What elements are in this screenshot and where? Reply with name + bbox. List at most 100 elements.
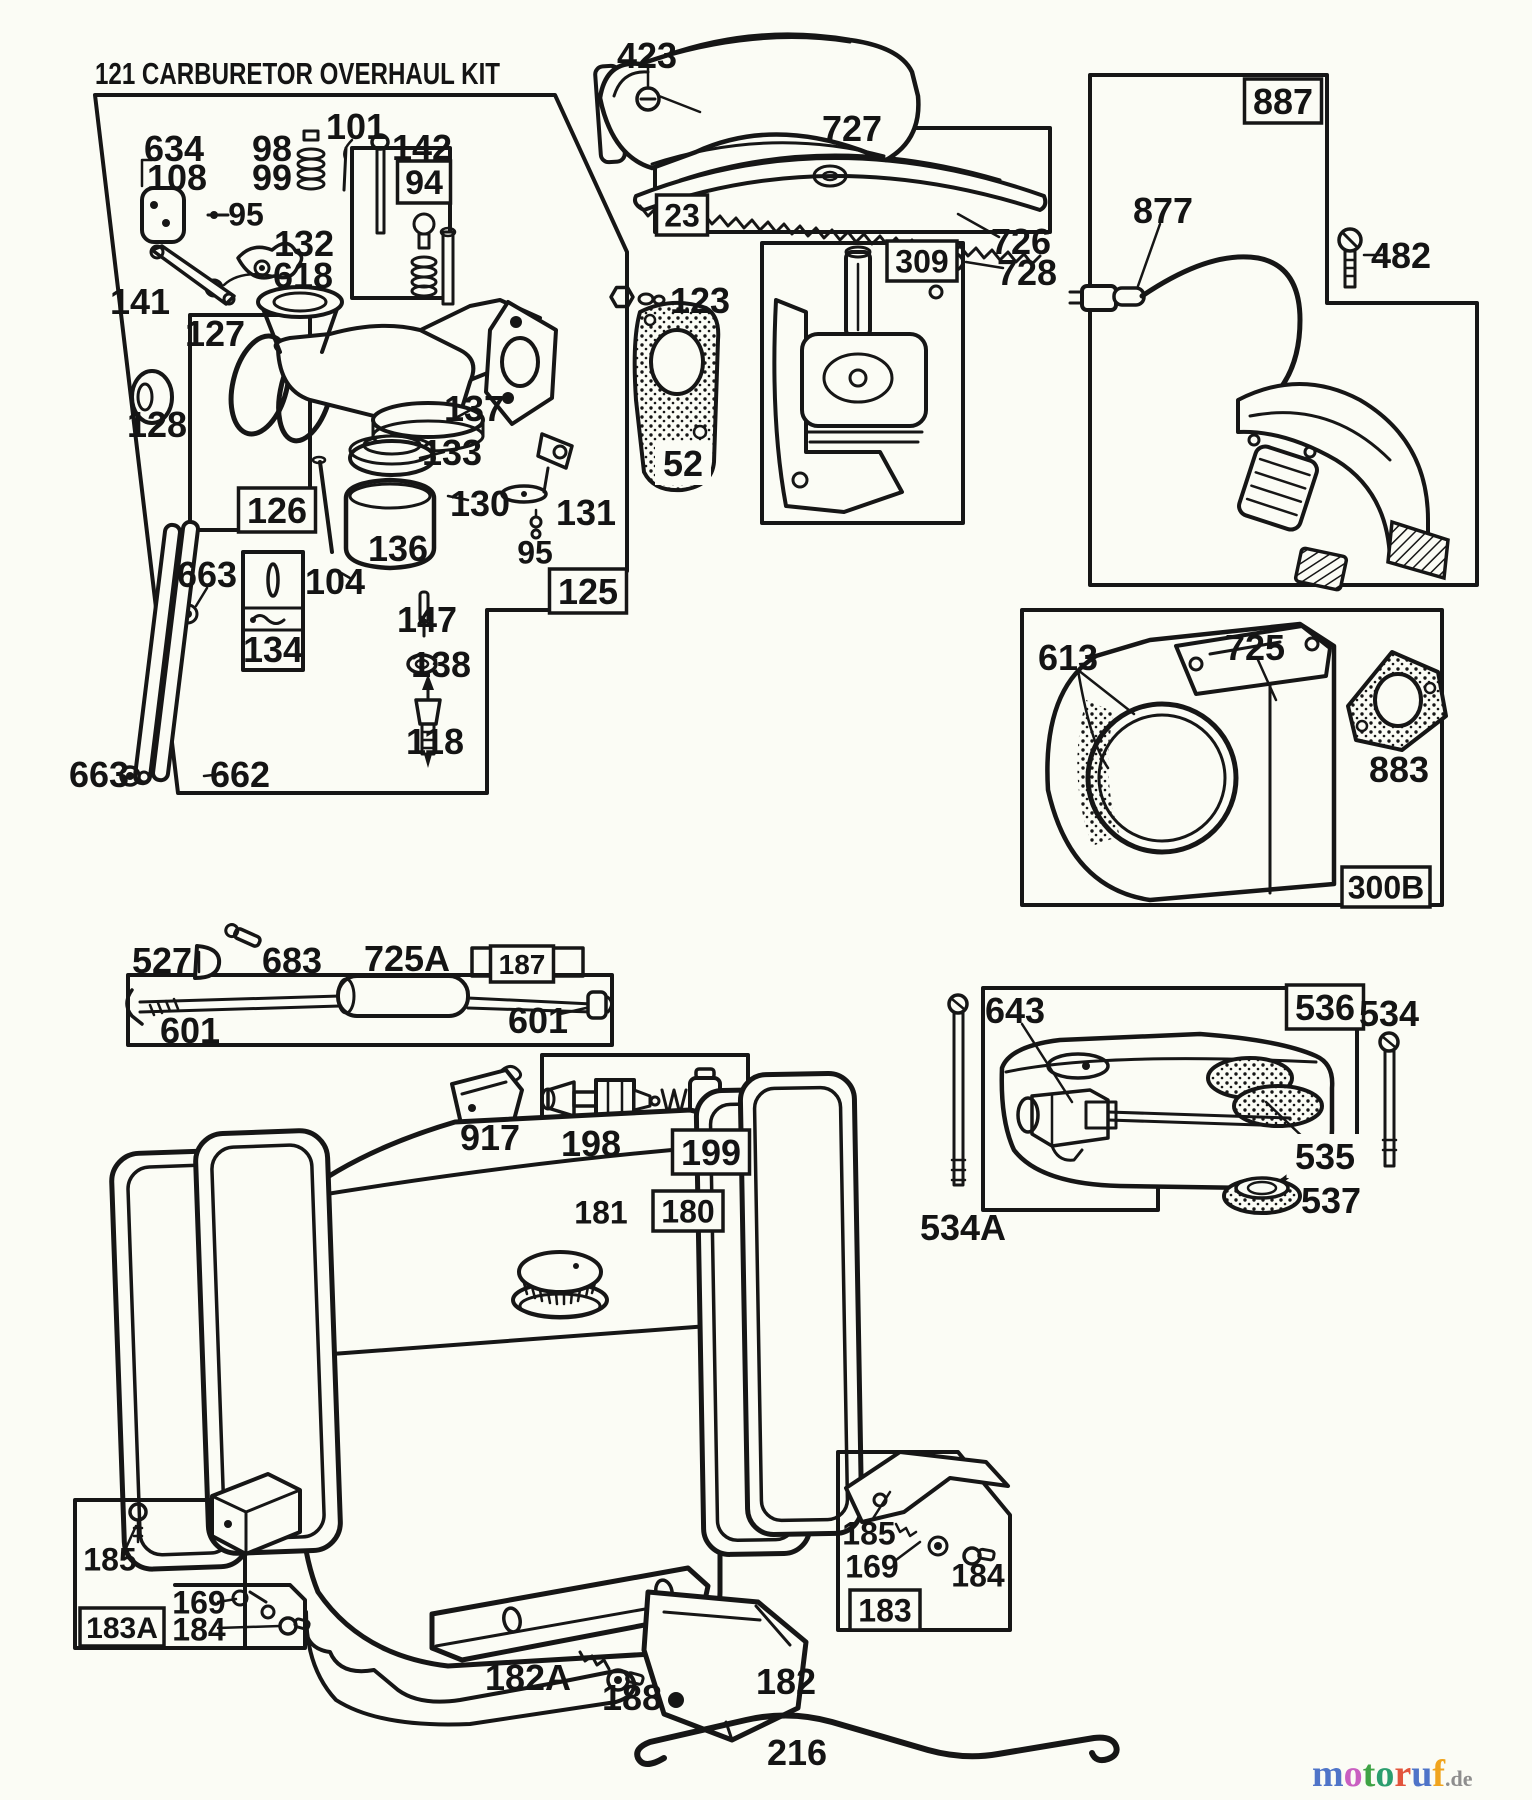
part-label-147: 147 [397, 599, 457, 640]
svg-text:309: 309 [895, 244, 948, 280]
part-label-169: 169 [172, 1585, 225, 1621]
part-label-877: 877 [1133, 190, 1193, 231]
part-label-618: 618 [273, 255, 333, 296]
part-label-141: 141 [110, 281, 170, 322]
part-label-131: 131 [556, 492, 616, 533]
part-label-725: 725 [1225, 627, 1285, 668]
svg-text:198: 198 [561, 1123, 621, 1164]
svg-text:136: 136 [368, 528, 428, 569]
svg-text:601: 601 [160, 1010, 220, 1051]
lower-tank-group [947, 986, 1400, 1215]
svg-text:726: 726 [991, 221, 1051, 262]
svg-text:125: 125 [558, 571, 618, 612]
part-label-727: 727 [822, 108, 882, 149]
part-label-199: 199 [670, 1128, 752, 1176]
part-label-23: 23 [654, 193, 710, 237]
fuel-pump-group [760, 241, 965, 525]
svg-text:180: 180 [661, 1194, 714, 1230]
svg-text:725A: 725A [364, 938, 450, 979]
part-label-601: 601 [160, 1010, 220, 1051]
motoruf-logo: motoruf.de [1312, 1753, 1473, 1795]
svg-text:147: 147 [397, 599, 457, 640]
part-label-216: 216 [767, 1732, 827, 1773]
part-label-683: 683 [262, 940, 322, 981]
part-label-423: 423 [617, 35, 677, 76]
svg-text:423: 423 [617, 35, 677, 76]
svg-text:128: 128 [127, 404, 187, 445]
part-label-182A: 182A [485, 1657, 571, 1698]
svg-text:181: 181 [574, 1195, 627, 1231]
part-label-887: 887 [1242, 77, 1324, 125]
part-label-126: 126 [236, 486, 318, 534]
svg-text:182A: 182A [485, 1657, 571, 1698]
svg-text:95: 95 [228, 197, 264, 233]
part-label-94: 94 [395, 159, 453, 205]
svg-text:132: 132 [274, 223, 334, 264]
svg-text:725: 725 [1225, 627, 1285, 668]
svg-text:52: 52 [663, 443, 703, 484]
svg-text:643: 643 [985, 990, 1045, 1031]
part-label-138: 138 [411, 644, 471, 685]
svg-text:300B: 300B [1348, 870, 1425, 906]
svg-text:131: 131 [556, 492, 616, 533]
svg-text:184: 184 [172, 1612, 226, 1648]
part-label-127: 127 [185, 313, 245, 354]
svg-text:199: 199 [681, 1132, 741, 1173]
svg-text:618: 618 [273, 255, 333, 296]
part-label-634: 634 [144, 128, 204, 169]
part-label-104: 104 [305, 561, 365, 602]
part-label-482: 482 [1371, 235, 1431, 276]
svg-text:169: 169 [172, 1585, 225, 1621]
part-label-527: 527 [132, 940, 192, 981]
svg-text:613: 613 [1038, 637, 1098, 678]
svg-text:98: 98 [252, 128, 292, 169]
part-label-134: 134 [243, 629, 303, 670]
part-label-118: 118 [406, 721, 464, 762]
svg-text:188: 188 [602, 1677, 662, 1718]
part-labels-layer: 6341089899101142949513261814112712812613… [69, 35, 1432, 1773]
svg-text:184: 184 [951, 1558, 1005, 1594]
part-label-181: 181 [574, 1195, 627, 1231]
carburetor-kit-group [93, 93, 721, 795]
part-label-662: 662 [210, 754, 270, 795]
svg-text:23: 23 [664, 198, 700, 234]
svg-text:683: 683 [262, 940, 322, 981]
part-label-883: 883 [1369, 749, 1429, 790]
part-label-917: 917 [460, 1117, 520, 1158]
part-label-184: 184 [951, 1558, 1005, 1594]
part-label-643: 643 [985, 990, 1045, 1031]
part-label-101: 101 [326, 106, 386, 147]
part-label-95: 95 [517, 535, 553, 571]
svg-text:536: 536 [1295, 987, 1355, 1028]
part-label-52: 52 [655, 441, 711, 485]
svg-text:183A: 183A [86, 1612, 158, 1645]
svg-text:883: 883 [1369, 749, 1429, 790]
part-label-128: 128 [127, 404, 187, 445]
part-label-663: 663 [177, 554, 237, 595]
svg-text:183: 183 [858, 1593, 911, 1629]
part-label-132: 132 [274, 223, 334, 264]
svg-text:185: 185 [842, 1516, 895, 1552]
svg-text:101: 101 [326, 106, 386, 147]
part-label-534: 534 [1359, 993, 1419, 1034]
svg-text:169: 169 [845, 1549, 898, 1585]
part-label-309: 309 [885, 239, 959, 283]
svg-text:187: 187 [499, 949, 546, 980]
part-label-180: 180 [651, 1189, 725, 1233]
part-label-130: 130 [450, 483, 510, 524]
part-label-726: 726 [991, 221, 1051, 262]
part-label-185: 185 [83, 1542, 136, 1578]
fuel-tank-group [73, 1070, 1120, 1767]
part-label-99: 99 [252, 157, 292, 198]
svg-text:727: 727 [822, 108, 882, 149]
svg-text:216: 216 [767, 1732, 827, 1773]
part-label-108: 108 [147, 157, 207, 198]
svg-text:917: 917 [460, 1117, 520, 1158]
svg-text:535: 535 [1295, 1136, 1355, 1177]
svg-text:527: 527 [132, 940, 192, 981]
part-label-182: 182 [756, 1661, 816, 1702]
svg-text:137: 137 [444, 388, 504, 429]
part-label-535: 535 [1286, 1134, 1364, 1178]
svg-text:537: 537 [1301, 1180, 1361, 1221]
